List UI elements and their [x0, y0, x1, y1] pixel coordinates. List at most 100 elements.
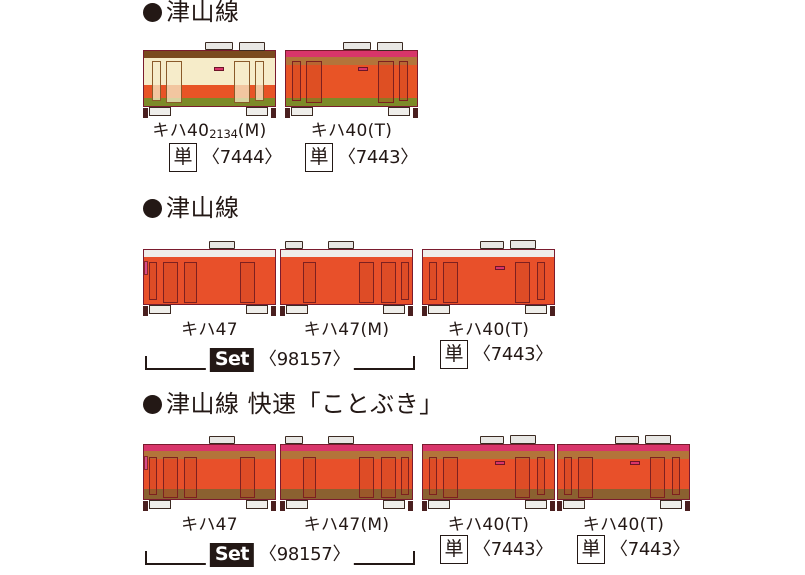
car-label: キハ47 [143, 315, 276, 340]
bogie [660, 500, 682, 509]
train-car[interactable] [143, 240, 276, 318]
single-badge: 単 [169, 143, 197, 172]
roof-band [144, 250, 275, 257]
livery-band [286, 65, 417, 98]
coupler [408, 306, 413, 316]
train-car[interactable] [285, 42, 418, 120]
set-badge: Set [209, 348, 254, 372]
roof-vent-icon [510, 240, 536, 249]
train-car[interactable] [280, 435, 413, 513]
car-body [143, 249, 276, 305]
bogie [246, 305, 268, 314]
car-door [234, 61, 250, 103]
car-door [184, 457, 197, 498]
car-label-tail: (T) [504, 515, 530, 535]
car-body [285, 50, 418, 107]
set-badge-group: Set 〈98157〉 [205, 543, 355, 567]
single-item-marker[interactable]: 単 〈7444〉 [169, 143, 282, 172]
set-item-marker[interactable]: Set 〈98157〉 [145, 340, 415, 372]
single-item-marker[interactable]: 単 〈7443〉 [305, 143, 418, 172]
livery-band [423, 250, 554, 304]
roof-band [281, 250, 412, 257]
car-door [152, 61, 161, 101]
product-code: 〈7443〉 [338, 146, 419, 168]
livery-band [144, 489, 275, 499]
car-label: キハ40(T) [557, 510, 690, 535]
car-label-main: キハ47 [181, 515, 238, 535]
car-body [557, 444, 690, 500]
car-door [672, 457, 680, 495]
bogie [525, 500, 547, 509]
destination-board [495, 461, 505, 465]
car-label-main: キハ40 [310, 121, 368, 141]
livery-band [281, 250, 412, 304]
bogie [286, 500, 308, 509]
bogie [291, 107, 313, 116]
car-door [578, 457, 593, 498]
train-car[interactable] [422, 435, 555, 513]
car-label: キハ40(T) [285, 116, 418, 141]
filled-circle-bullet-icon [143, 394, 162, 414]
coupler [143, 108, 148, 118]
car-door [650, 457, 665, 498]
bogie [246, 500, 268, 509]
car-door [381, 457, 396, 498]
train-car[interactable] [557, 435, 690, 513]
single-badge: 単 [440, 340, 468, 369]
roof-vent-icon [480, 241, 504, 249]
train-car[interactable] [143, 42, 276, 120]
car-body [422, 444, 555, 500]
car-label-tail: (T) [367, 121, 393, 141]
roof-band [286, 51, 417, 57]
livery-band [144, 98, 275, 106]
roof-vent-icon [615, 436, 639, 444]
train-car[interactable] [143, 435, 276, 513]
destination-board [630, 461, 640, 465]
coupler [143, 306, 148, 316]
destination-board [214, 67, 224, 71]
coupler [550, 306, 555, 316]
bogie [149, 500, 171, 509]
bogie [149, 305, 171, 314]
car-body [143, 50, 276, 107]
livery-band [558, 489, 689, 499]
car-body [422, 249, 555, 305]
roof-band [281, 445, 412, 451]
train-car[interactable] [422, 240, 555, 318]
livery-band [281, 489, 412, 499]
train-car[interactable] [280, 240, 413, 318]
car-label-tail: (T) [639, 515, 665, 535]
car-label-tail: (T) [504, 320, 530, 340]
car-door [515, 262, 530, 303]
car-door [429, 457, 437, 495]
car-door [401, 262, 409, 300]
coupler [408, 501, 413, 511]
bogie [246, 107, 268, 116]
bogie [525, 305, 547, 314]
car-door [399, 61, 408, 101]
destination-board [495, 266, 505, 270]
bogie [388, 107, 410, 116]
coupler [271, 108, 276, 118]
destination-board [358, 67, 368, 71]
set-item-marker[interactable]: Set 〈98157〉 [145, 535, 415, 567]
car-label-main: キハ40 [447, 320, 505, 340]
car-door [255, 61, 264, 101]
single-badge: 単 [305, 143, 333, 172]
single-item-marker[interactable]: 単 〈7443〉 [440, 340, 553, 369]
roof-band [423, 445, 554, 451]
single-item-marker[interactable]: 単 〈7443〉 [577, 535, 690, 564]
set-badge: Set [209, 543, 254, 567]
livery-band [423, 489, 554, 499]
coupler [422, 306, 427, 316]
coupler [143, 501, 148, 511]
livery-band [286, 98, 417, 106]
section-title: 津山線 [166, 0, 240, 26]
car-label-main: キハ47 [303, 515, 361, 535]
car-label: キハ47(M) [280, 510, 413, 535]
product-code: 〈7443〉 [473, 538, 554, 560]
car-door [149, 457, 157, 495]
single-item-marker[interactable]: 単 〈7443〉 [440, 535, 553, 564]
car-body [280, 444, 413, 500]
